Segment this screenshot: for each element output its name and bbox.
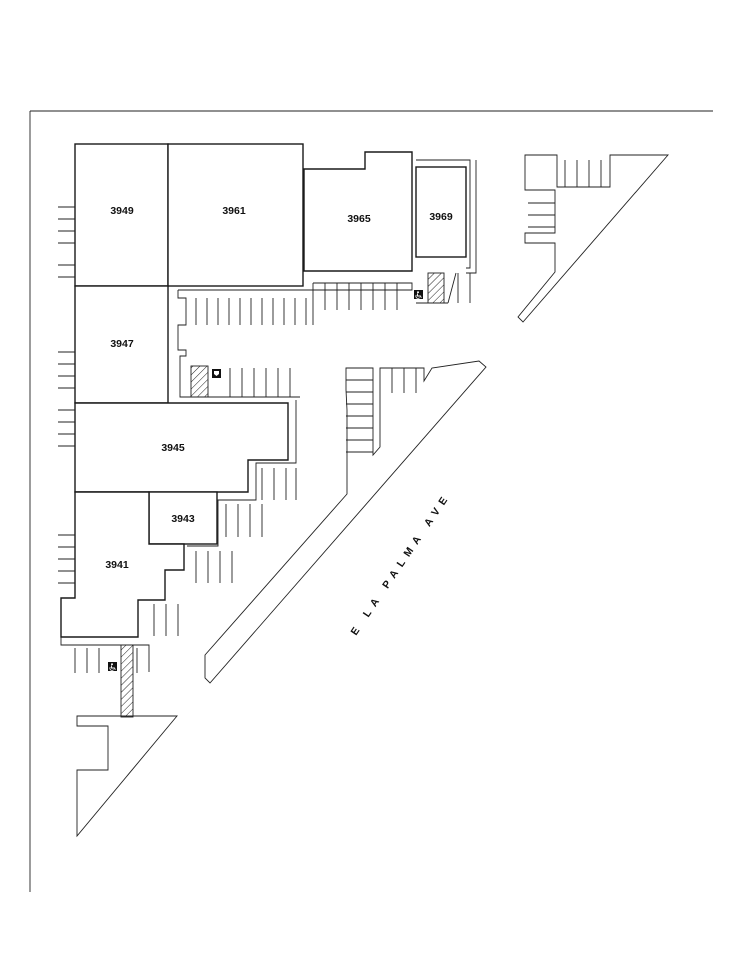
property-boundary bbox=[29, 110, 713, 892]
service-icon bbox=[212, 369, 221, 378]
unit-label-3961: 3961 bbox=[222, 205, 246, 217]
wheelchair-icon bbox=[108, 662, 117, 671]
unit-label-3941: 3941 bbox=[105, 559, 129, 571]
unit-label-3945: 3945 bbox=[161, 442, 185, 454]
accessible-stall-north bbox=[427, 272, 445, 304]
accessible-stall-central bbox=[190, 365, 209, 398]
unit-label-3947: 3947 bbox=[110, 338, 134, 350]
parking-stalls-south bbox=[60, 637, 150, 718]
northeast-parking-lot bbox=[517, 154, 669, 323]
wheelchair-icon bbox=[414, 290, 423, 299]
unit-label-3969: 3969 bbox=[429, 211, 453, 223]
accessible-walkway-south bbox=[120, 644, 134, 718]
unit-3941[interactable] bbox=[60, 491, 185, 638]
landscape-strip-diagonal bbox=[204, 360, 487, 684]
street-label-group: E LA PALMA AVE bbox=[349, 490, 454, 638]
unit-labels: 3949 3961 3965 3969 3947 3945 3943 3941 bbox=[105, 205, 453, 571]
parking-stalls-stepped bbox=[153, 400, 297, 636]
unit-3969[interactable] bbox=[415, 166, 467, 258]
unit-3965[interactable] bbox=[303, 151, 413, 272]
unit-label-3965: 3965 bbox=[347, 213, 371, 225]
unit-label-3949: 3949 bbox=[110, 205, 134, 217]
unit-3949[interactable] bbox=[74, 143, 169, 287]
parking-stalls-central-top bbox=[195, 273, 471, 325]
central-parking-lot bbox=[177, 159, 477, 398]
unit-3961[interactable] bbox=[167, 143, 304, 287]
unit-label-3943: 3943 bbox=[171, 513, 195, 525]
southwest-parking-lot bbox=[76, 715, 178, 838]
parking-stalls-west bbox=[58, 206, 75, 584]
street-label: E LA PALMA AVE bbox=[349, 490, 454, 638]
buildings bbox=[60, 143, 467, 638]
parking-stalls-central-mid bbox=[190, 365, 291, 398]
